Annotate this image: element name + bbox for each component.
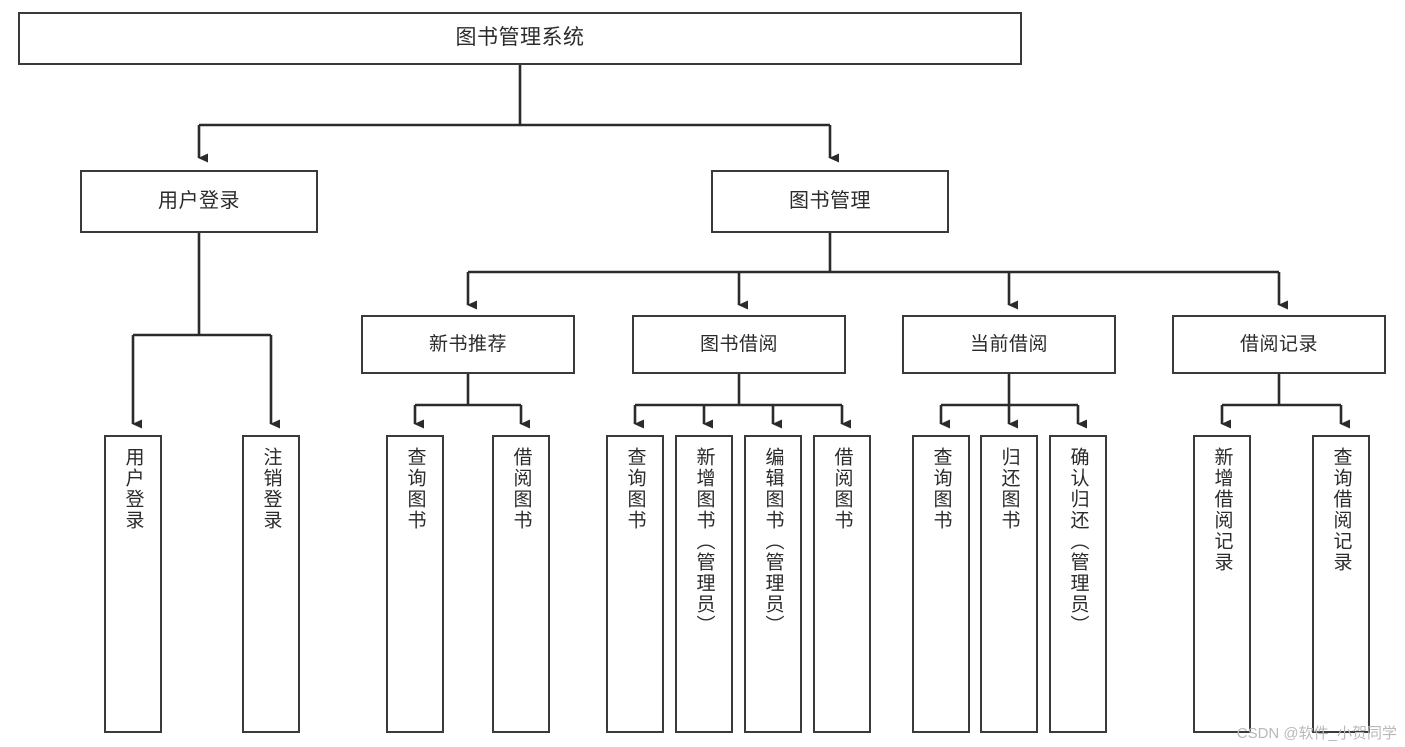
node-label: 图书管理系统 [455, 26, 585, 50]
node-label: 新书推荐 [428, 333, 507, 355]
node-leaf-confirm-return-admin[interactable]: 确认归还（管理员） [1049, 435, 1107, 733]
node-user-login[interactable]: 用户登录 [80, 170, 318, 233]
node-current-borrow[interactable]: 当前借阅 [902, 315, 1116, 374]
watermark-text: CSDN @软件_小贺同学 [1236, 725, 1397, 742]
node-label: 用户登录 [122, 447, 144, 531]
node-label: 确认归还（管理员） [1067, 447, 1089, 636]
node-leaf-query-borrow-record[interactable]: 查询借阅记录 [1312, 435, 1370, 733]
node-leaf-edit-book-admin[interactable]: 编辑图书（管理员） [744, 435, 802, 733]
node-book-borrow[interactable]: 图书借阅 [632, 315, 846, 374]
node-borrow-record[interactable]: 借阅记录 [1172, 315, 1386, 374]
node-leaf-borrow-book-recommend[interactable]: 借阅图书 [492, 435, 550, 733]
node-label: 查询借阅记录 [1330, 447, 1352, 573]
node-label: 归还图书 [998, 447, 1020, 531]
node-label: 查询图书 [624, 447, 646, 531]
node-label: 图书管理 [789, 190, 871, 212]
node-leaf-query-book-borrow[interactable]: 查询图书 [606, 435, 664, 733]
node-label: 借阅图书 [510, 447, 532, 531]
node-label: 注销登录 [260, 447, 282, 531]
node-label: 编辑图书（管理员） [762, 447, 784, 636]
node-leaf-borrow-book[interactable]: 借阅图书 [813, 435, 871, 733]
node-label: 查询图书 [404, 447, 426, 531]
node-label: 图书借阅 [699, 333, 778, 355]
node-label: 查询图书 [930, 447, 952, 531]
node-root-book-management-system[interactable]: 图书管理系统 [18, 12, 1022, 65]
node-label: 新增图书（管理员） [693, 447, 715, 636]
node-label: 借阅图书 [831, 447, 853, 531]
node-leaf-query-book-current[interactable]: 查询图书 [912, 435, 970, 733]
node-label: 借阅记录 [1239, 333, 1318, 355]
node-leaf-add-book-admin[interactable]: 新增图书（管理员） [675, 435, 733, 733]
node-leaf-logout-login[interactable]: 注销登录 [242, 435, 300, 733]
node-leaf-return-book[interactable]: 归还图书 [980, 435, 1038, 733]
node-book-management[interactable]: 图书管理 [711, 170, 949, 233]
node-new-book-recommend[interactable]: 新书推荐 [361, 315, 575, 374]
node-label: 用户登录 [158, 190, 240, 212]
node-leaf-user-login[interactable]: 用户登录 [104, 435, 162, 733]
node-leaf-add-borrow-record[interactable]: 新增借阅记录 [1193, 435, 1251, 733]
node-leaf-query-book-recommend[interactable]: 查询图书 [386, 435, 444, 733]
node-label: 当前借阅 [969, 333, 1048, 355]
node-label: 新增借阅记录 [1211, 447, 1233, 573]
